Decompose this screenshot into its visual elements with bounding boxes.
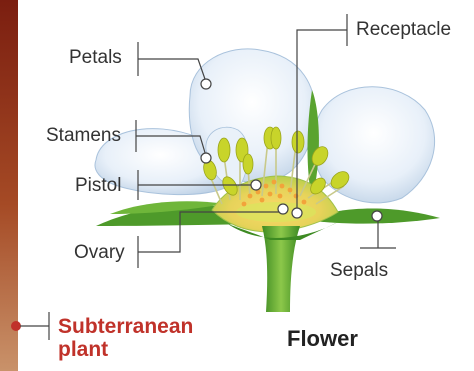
label-sepals: Sepals: [330, 261, 388, 280]
pistol-marker: [251, 180, 261, 190]
label-subterranean-plant: Subterranean plant: [58, 315, 228, 361]
sepals-marker: [372, 211, 382, 221]
stamens-marker: [201, 153, 211, 163]
ovary-marker: [278, 204, 288, 214]
receptacle-marker: [292, 208, 302, 218]
label-stamens: Stamens: [46, 126, 121, 145]
label-pistol: Pistol: [75, 176, 121, 195]
label-petals: Petals: [69, 48, 122, 67]
label-ovary: Ovary: [74, 243, 125, 262]
label-receptacle: Receptacle: [356, 20, 451, 39]
stem-bar: [0, 0, 18, 371]
petals-marker: [201, 79, 211, 89]
label-flower: Flower: [287, 328, 358, 350]
